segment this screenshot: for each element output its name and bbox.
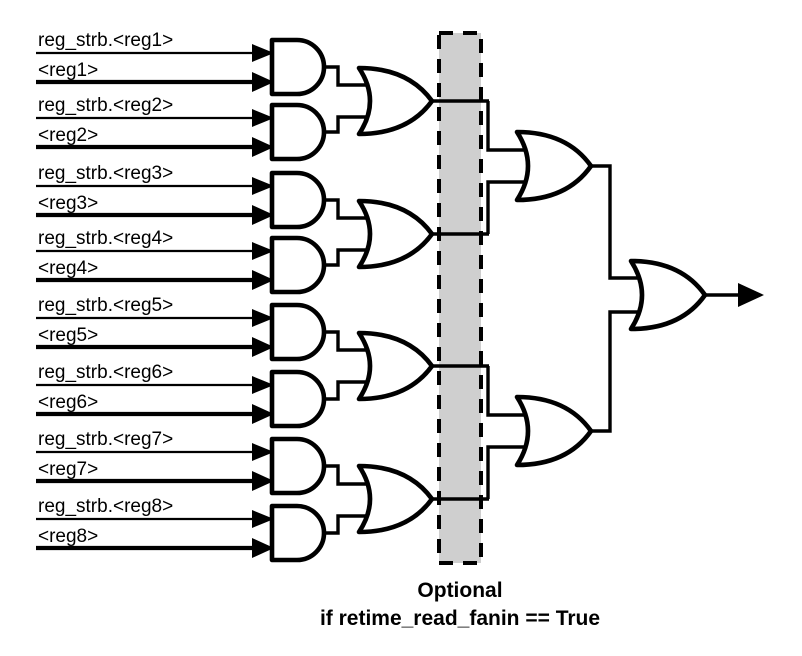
connector-and7-or4 <box>324 464 366 486</box>
input-arrow-data-4 <box>252 270 274 290</box>
optional-caption-line2: if retime_read_fanin == True <box>320 607 600 630</box>
or1-to-or2-connectors <box>486 101 524 499</box>
or-gate-output <box>628 258 708 332</box>
input-label-data-6: <reg6> <box>38 392 98 413</box>
or2-to-or3-connectors <box>590 164 638 433</box>
connector-and1-or1 <box>324 65 366 87</box>
input-label-strobe-7: reg_strb.<reg7> <box>38 429 173 450</box>
input-label-strobe-2: reg_strb.<reg2> <box>38 95 173 116</box>
optional-retime-region <box>437 31 483 565</box>
input-label-data-2: <reg2> <box>38 125 98 146</box>
and-gate-6 <box>269 369 327 429</box>
connector-or2-lower-to-or3 <box>590 310 638 433</box>
connector-and4-or2 <box>324 248 366 267</box>
connector-or1-2-to-or2-upper <box>486 180 524 234</box>
and-gate-7 <box>269 436 327 496</box>
and-gate-2 <box>269 102 327 162</box>
input-label-data-3: <reg3> <box>38 193 98 214</box>
input-label-data-7: <reg7> <box>38 459 98 480</box>
output-group <box>704 283 764 307</box>
input-arrow-data-3 <box>252 205 274 225</box>
input-label-data-1: <reg1> <box>38 60 98 81</box>
or-gate-tier2-upper <box>514 129 594 203</box>
input-arrow-data-5 <box>252 337 274 357</box>
optional-caption-line1: Optional <box>417 579 502 602</box>
input-arrow-data-8 <box>252 538 274 558</box>
and-gate-5 <box>269 302 327 362</box>
or-gate-tier1-2 <box>356 198 435 270</box>
input-label-data-5: <reg5> <box>38 325 98 346</box>
input-arrow-data-6 <box>252 404 274 424</box>
connector-and3-or2 <box>324 198 366 220</box>
input-labels-group: reg_strb.<reg1> <reg1> reg_strb.<reg2> <… <box>38 30 173 547</box>
input-wires-group <box>36 44 274 558</box>
or1-through-box-wires <box>431 99 489 501</box>
or-gates-tier2-group <box>514 129 594 468</box>
and-to-or1-connectors <box>324 65 366 535</box>
input-label-strobe-3: reg_strb.<reg3> <box>38 163 173 184</box>
input-arrow-strobe-8 <box>252 510 274 528</box>
and-gate-4 <box>269 235 327 295</box>
input-label-data-4: <reg4> <box>38 258 98 279</box>
input-label-strobe-8: reg_strb.<reg8> <box>38 496 173 517</box>
input-label-data-8: <reg8> <box>38 526 98 547</box>
or-gate-tier2-lower <box>514 394 594 468</box>
connector-and8-or4 <box>324 514 366 535</box>
connector-and6-or3 <box>324 380 366 401</box>
input-arrow-data-7 <box>252 471 274 491</box>
input-arrow-strobe-1 <box>252 44 274 62</box>
or-gate-tier1-4 <box>356 463 435 535</box>
input-label-strobe-6: reg_strb.<reg6> <box>38 362 173 383</box>
connector-or1-1-to-or2-upper <box>486 101 524 152</box>
input-label-strobe-4: reg_strb.<reg4> <box>38 228 173 249</box>
input-arrow-strobe-7 <box>252 443 274 461</box>
optional-dashed-box <box>437 31 483 565</box>
input-arrow-strobe-6 <box>252 376 274 394</box>
connector-and2-or1 <box>324 115 366 134</box>
output-arrow-icon <box>738 283 764 307</box>
input-arrow-strobe-4 <box>252 242 274 260</box>
and-gate-8 <box>269 503 327 563</box>
or-gate-tier1-1 <box>356 65 435 137</box>
connector-or2-upper-to-or3 <box>590 164 638 280</box>
and-gate-3 <box>269 170 327 230</box>
optional-caption-group: Optional if retime_read_fanin == True <box>320 579 600 630</box>
input-arrow-strobe-5 <box>252 309 274 327</box>
connector-or1-3-to-or2-lower <box>486 366 524 417</box>
input-label-strobe-5: reg_strb.<reg5> <box>38 295 173 316</box>
connector-and5-or3 <box>324 330 366 352</box>
input-arrow-data-1 <box>252 72 274 92</box>
and-gates-group <box>269 37 327 563</box>
or-gate-tier1-3 <box>356 330 435 402</box>
input-label-strobe-1: reg_strb.<reg1> <box>38 30 173 51</box>
or-gate-tier3-group <box>628 258 708 332</box>
and-gate-1 <box>269 37 327 97</box>
or-gates-tier1-group <box>356 65 435 535</box>
input-arrow-strobe-2 <box>252 109 274 127</box>
input-arrow-strobe-3 <box>252 177 274 195</box>
connector-or1-4-to-or2-lower <box>486 445 524 499</box>
input-arrow-data-2 <box>252 137 274 157</box>
